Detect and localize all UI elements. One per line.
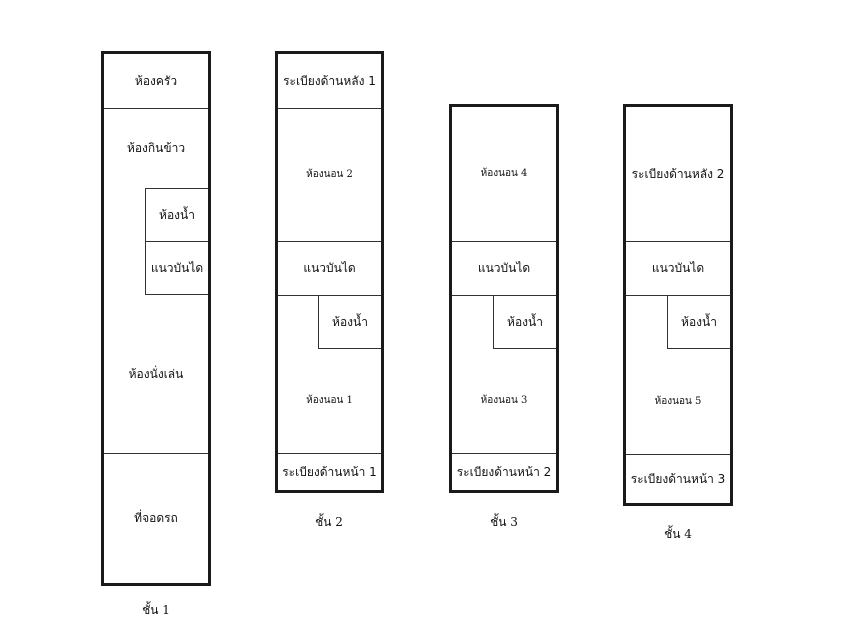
room-kitchen: ห้องครัว <box>134 73 178 88</box>
room-bedroom-5-left <box>626 295 667 454</box>
room-bedroom-5: ห้องนอน 5 <box>654 395 702 407</box>
floor-plan-1: ห้องครัว ห้องกินข้าว ห้องน้ำ แนวบันได ห้… <box>101 51 211 586</box>
room-bathroom: ห้องน้ำ <box>145 188 208 242</box>
room-living: ห้องนั่งเล่น <box>128 366 184 381</box>
room-rear-balcony-2: ระเบียงด้านหลัง 2 <box>631 166 725 181</box>
floor-plan-4: ระเบียงด้านหลัง 2 แนวบันได ห้องน้ำ ห้องน… <box>623 104 733 506</box>
room-bedroom-3: ห้องนอน 3 <box>480 395 528 406</box>
room-dining: ห้องกินข้าว <box>104 108 208 188</box>
floor-caption-4: ชั้น 4 <box>664 527 692 541</box>
stair-zone: แนวบันได <box>145 242 208 295</box>
room-bedroom-1-label: ห้องนอน 1 <box>306 395 353 406</box>
room-front-balcony-3: ระเบียงด้านหน้า 3 <box>626 454 730 503</box>
room-dining-label: ห้องกินข้าว <box>126 141 186 155</box>
room-rear-balcony-1: ระเบียงด้านหลัง 1 <box>283 73 376 88</box>
floor-caption-3: ชั้น 3 <box>490 515 518 529</box>
room-bathroom: ห้องน้ำ <box>318 295 381 349</box>
room-front-balcony-2: ระเบียงด้านหน้า 2 <box>452 453 556 490</box>
stair-zone: แนวบันได <box>278 241 381 295</box>
floor-caption-1: ชั้น 1 <box>142 603 170 617</box>
floor-caption-2: ชั้น 2 <box>315 515 343 529</box>
room-parking: ที่จอดรถ <box>104 453 208 583</box>
floor-plan-3: ห้องนอน 4 แนวบันได ห้องน้ำ ห้องนอน 3 ระเ… <box>449 104 559 493</box>
stair-zone: แนวบันได <box>626 241 730 295</box>
room-bedroom-1 <box>278 295 318 453</box>
room-bathroom: ห้องน้ำ <box>667 295 730 349</box>
room-front-balcony-1: ระเบียงด้านหน้า 1 <box>278 453 381 490</box>
stair-zone: แนวบันได <box>452 241 556 295</box>
floor-plan-2: ระเบียงด้านหลัง 1 ห้องนอน 2 แนวบันได ห้อ… <box>275 51 384 493</box>
room-bathroom: ห้องน้ำ <box>493 295 556 349</box>
room-bedroom-4: ห้องนอน 4 <box>480 168 528 179</box>
room-bedroom-2: ห้องนอน 2 <box>278 108 381 241</box>
room-bedroom-3-left <box>452 295 493 453</box>
